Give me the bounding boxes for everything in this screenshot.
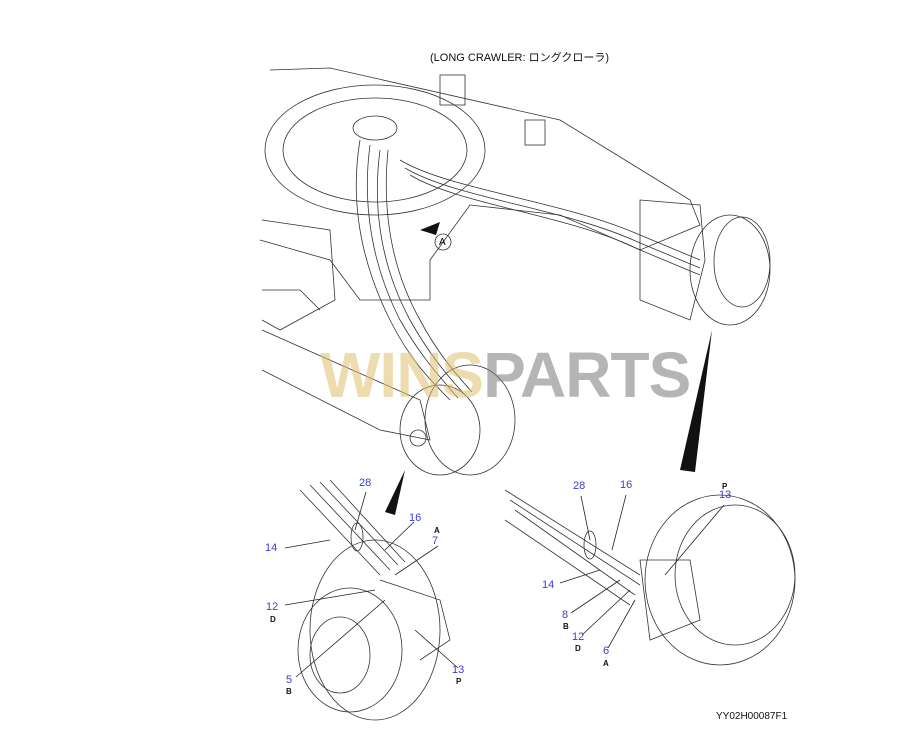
callout-number: 16 xyxy=(620,479,633,491)
callout-number: 5 xyxy=(286,674,293,686)
port-label: A xyxy=(603,659,609,668)
port-label: D xyxy=(575,644,581,653)
watermark-logo: WINSPARTS xyxy=(320,339,691,411)
callout-number: 8 xyxy=(562,609,569,621)
port-label: P xyxy=(456,677,462,686)
view-marker-circle xyxy=(434,233,452,251)
callout-number: 28 xyxy=(359,477,372,489)
callout-number: 12 xyxy=(572,631,585,643)
port-label: A xyxy=(434,526,440,535)
callout-number: 28 xyxy=(573,480,586,492)
callout-number: 16 xyxy=(409,512,422,524)
port-label: B xyxy=(563,622,569,631)
callout-number: 12 xyxy=(266,601,279,613)
view-arrows xyxy=(385,222,712,515)
callout-number: 13 xyxy=(452,664,465,676)
sprocket-upper-right xyxy=(689,214,771,326)
hoses-upper xyxy=(355,139,701,401)
view-marker-label: A xyxy=(439,237,446,248)
port-label: B xyxy=(286,687,292,696)
right-detail-drawing xyxy=(504,489,796,666)
left-leader-lines xyxy=(284,491,459,678)
callout-number: 6 xyxy=(603,645,610,657)
port-label: D xyxy=(270,615,276,624)
diagram-title: (LONG CRAWLER: ロングクローラ) xyxy=(430,52,610,64)
right-leader-lines xyxy=(559,494,725,649)
track-frame xyxy=(259,67,706,441)
figure-id: YY02H00087F1 xyxy=(716,711,788,722)
callout-number: 13 xyxy=(719,489,732,501)
callout-number: 7 xyxy=(432,535,439,547)
callout-number: 14 xyxy=(265,542,278,554)
callout-number: 14 xyxy=(542,579,555,591)
left-detail-drawing xyxy=(297,479,451,721)
port-label: P xyxy=(722,482,728,491)
sprocket-lower-center xyxy=(399,364,516,476)
